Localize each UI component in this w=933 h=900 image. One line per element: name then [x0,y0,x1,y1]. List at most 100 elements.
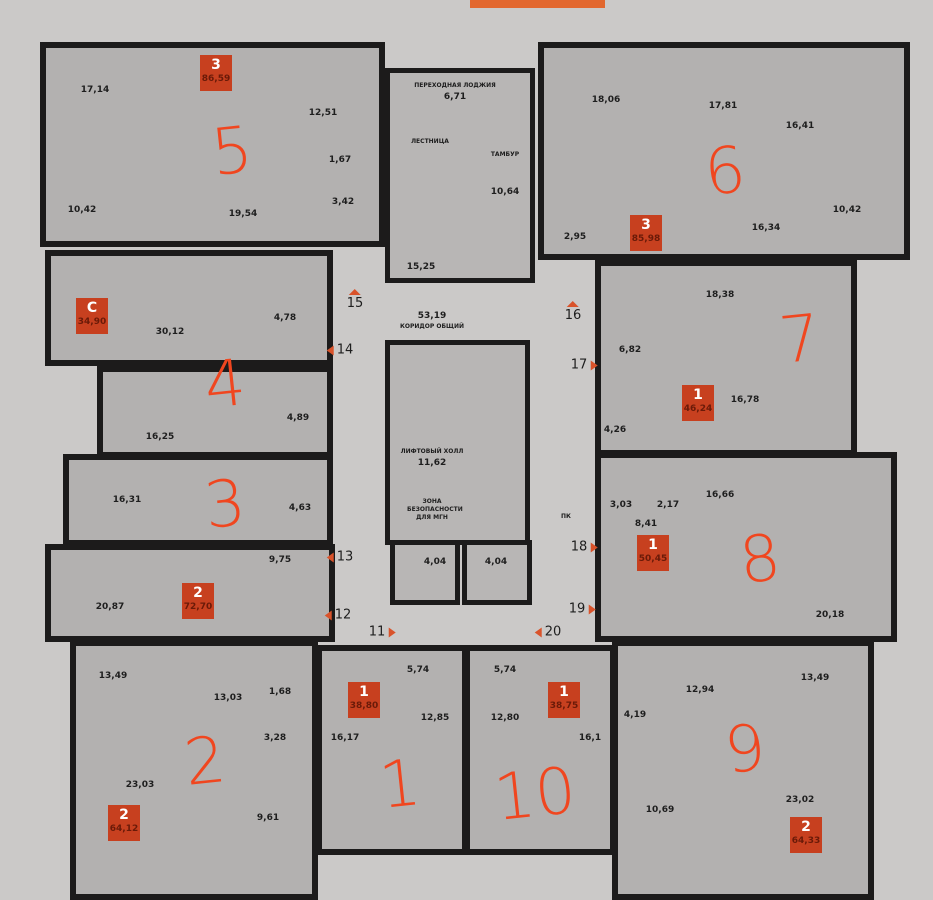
room-area: 23,03 [125,780,155,790]
entrance-number: 15 [346,296,364,311]
handwritten-mark-3: 3 [200,466,250,544]
room-count: 1 [693,387,703,403]
room-count: 2 [119,807,129,823]
entrance-18[interactable]: 18 [571,540,598,555]
entrance-15[interactable]: 15 [346,289,364,311]
room-area: 8,41 [634,519,658,529]
room-area: 9,75 [268,555,292,565]
room-area: 19,54 [228,209,258,219]
entrance-number: 17 [570,357,588,373]
stairs-label: ЛЕСТНИЦА [411,138,449,145]
room-area: 30,12 [155,327,185,337]
room-area: 10,42 [67,205,97,215]
room-count: 1 [648,537,658,553]
room-count: С [86,300,98,316]
entrance-number: 12 [334,607,352,623]
room-area: 20,18 [815,610,845,620]
apartment-area: 86,59 [201,74,231,84]
apartment-1-block[interactable] [316,645,468,855]
entrance-17[interactable]: 17 [571,358,598,373]
room-area: 12,85 [420,713,450,723]
orange-header-strip [470,0,605,8]
room-area: 20,87 [95,602,125,612]
arrow-left-icon [326,552,334,562]
room-area: 13,49 [98,671,128,681]
entrance-16[interactable]: 16 [564,301,582,323]
entrance-number: 20 [544,624,562,640]
corridor-label: КОРИДОР ОБЩИЙ [399,323,465,330]
apartment-3-block-bottom[interactable] [63,454,333,546]
room-count: 3 [211,57,221,73]
entrance-number: 19 [568,601,586,617]
arrow-up-icon [566,301,579,307]
room-area: 4,19 [623,710,647,720]
room-area: 3,03 [609,500,633,510]
handwritten-mark-6: 6 [700,133,750,211]
arrow-right-icon [388,627,396,637]
apartment-2-block[interactable] [70,640,318,900]
apartment-9-block[interactable] [612,640,874,900]
room-area: 5,74 [493,665,517,675]
entrance-number: 11 [368,624,386,640]
room-area: 13,49 [800,673,830,683]
room-area: 12,94 [685,685,715,695]
pk-label: ПК [561,513,571,520]
room-area: 16,34 [751,223,781,233]
apartment-6-block[interactable] [538,42,910,260]
vestibule-area: 10,64 [490,187,520,197]
room-area: 4,04 [484,557,508,567]
arrow-up-icon [348,289,361,295]
room-area: 4,04 [423,557,447,567]
loggia-label: ПЕРЕХОДНАЯ ЛОДЖИЯ [414,82,496,89]
room-count: 3 [641,217,651,233]
arrow-left-icon [324,610,332,620]
handwritten-mark-4: 4 [200,346,250,424]
apartment-area: 38,80 [349,701,379,711]
room-area: 10,69 [645,805,675,815]
arrow-right-icon [590,542,598,552]
apartment-area: 64,12 [109,824,139,834]
apartment-7-block[interactable] [595,260,857,456]
entrance-20[interactable]: 20 [534,624,562,640]
entrance-19[interactable]: 19 [569,602,596,617]
room-area: 16,78 [730,395,760,405]
room-area: 2,95 [563,232,587,242]
room-area: 17,14 [80,85,110,95]
room-area: 12,51 [308,108,338,118]
room-area: 5,74 [406,665,430,675]
corridor-area: 53,19 [417,311,447,321]
apartment-area: 46,24 [683,404,713,414]
room-area: 3,42 [331,197,355,207]
entrance-number: 16 [564,308,582,323]
room-area: 4,63 [288,503,312,513]
handwritten-mark-7: 7 [775,301,825,379]
arrow-left-icon [326,345,334,355]
room-area: 17,81 [708,101,738,111]
room-area: 16,17 [330,733,360,743]
loggia-area: 6,71 [443,92,467,102]
room-area: 18,38 [705,290,735,300]
handwritten-mark-1: 1 [375,746,425,824]
room-area: 16,66 [705,490,735,500]
entrance-12[interactable]: 12 [324,607,352,623]
entrance-11[interactable]: 11 [369,625,396,640]
entrance-14[interactable]: 14 [326,343,353,358]
room-area: 12,80 [490,713,520,723]
room-area: 2,17 [656,500,680,510]
lift-hall-area: 11,62 [417,458,447,468]
room-count: 2 [193,585,203,601]
shared-bath-right [462,540,532,605]
entrance-13[interactable]: 13 [326,550,353,565]
arrow-right-icon [588,604,596,614]
apartment-area: 85,98 [631,234,661,244]
handwritten-mark-9: 9 [720,711,770,789]
stairs-area: 15,25 [406,262,436,272]
lift-hall-label: ЛИФТОВЫЙ ХОЛЛ [400,448,464,455]
room-area: 18,06 [591,95,621,105]
room-area: 10,42 [832,205,862,215]
